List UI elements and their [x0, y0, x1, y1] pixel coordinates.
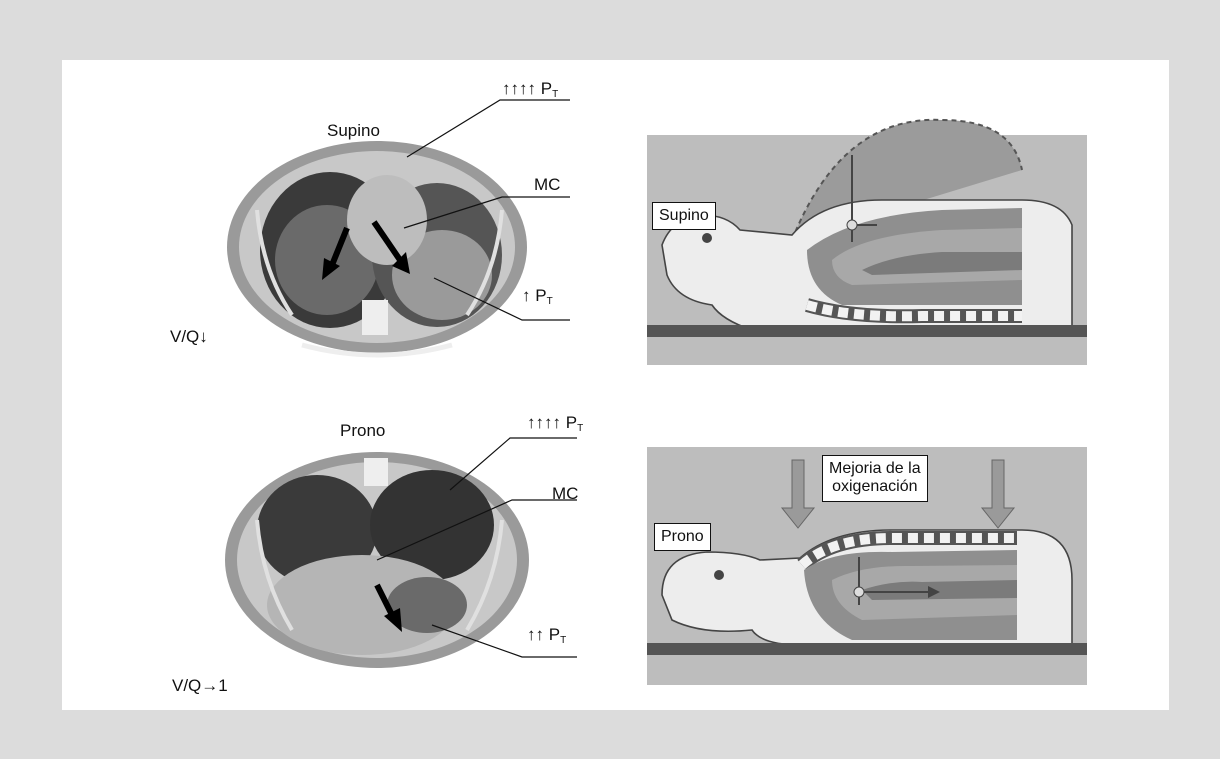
- prone-vq-label: V/Q→1: [172, 677, 228, 694]
- supine-pressure-bottom-label: ↑ PT: [522, 287, 553, 307]
- supine-ct-scan: [227, 141, 527, 355]
- oxygenation-caption: Mejoria de la oxigenación: [822, 455, 928, 502]
- supine-mc-label: MC: [534, 176, 560, 193]
- supine-vq-label: V/Q↓: [170, 328, 208, 345]
- prone-pressure-top-label: ↑↑↑↑ PT: [527, 414, 583, 434]
- figure-panel: Supino ↑↑↑↑ PT MC ↑ PT V/Q↓ Prono ↑↑↑↑ P…: [62, 60, 1169, 710]
- oxygenation-caption-line2: oxigenación: [829, 478, 921, 496]
- supine-pressure-top-label: ↑↑↑↑ PT: [502, 80, 558, 100]
- prone-pressure-bottom-label: ↑↑ PT: [527, 626, 566, 646]
- oxygenation-caption-line1: Mejoria de la: [829, 460, 921, 478]
- prone-mc-label: MC: [552, 485, 578, 502]
- prone-box-label: Prono: [654, 523, 711, 551]
- prone-ct-title: Prono: [340, 422, 385, 439]
- supine-ct-title: Supino: [327, 122, 380, 139]
- figure-drawing: [62, 60, 1169, 710]
- supine-illustration: [647, 120, 1087, 365]
- supine-box-label: Supino: [652, 202, 716, 230]
